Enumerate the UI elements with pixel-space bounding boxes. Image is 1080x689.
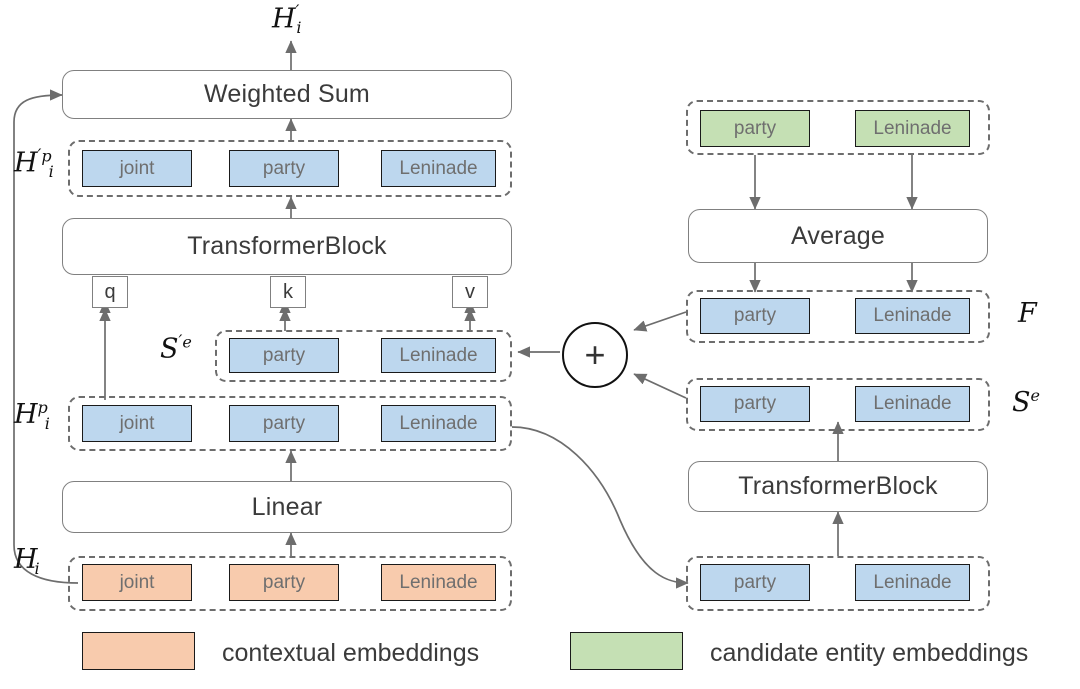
chip-spe-0[interactable]: party — [229, 338, 339, 373]
chip-spe-1[interactable]: Leninade — [381, 338, 496, 373]
block-transformer-right[interactable]: TransformerBlock — [688, 461, 988, 512]
label-h-prime-p: H′pi — [14, 148, 54, 180]
label-h-p: Hpi — [14, 400, 50, 432]
chip-label: Leninade — [399, 344, 478, 366]
block-linear[interactable]: Linear — [62, 481, 512, 533]
qkv-k-label: k — [283, 280, 293, 303]
label-output-sub: i — [296, 18, 302, 38]
chip-label: party — [733, 393, 777, 414]
chip-label: party — [733, 571, 777, 593]
qkv-k[interactable]: k — [270, 276, 306, 308]
chip-hprimep-0[interactable]: joint — [82, 150, 192, 187]
chip-label: Leninade — [399, 571, 478, 593]
chip-label: party — [262, 344, 306, 366]
block-linear-label: Linear — [251, 492, 323, 521]
chip-label: Leninade — [873, 305, 952, 326]
chip-se-1[interactable]: Leninade — [855, 386, 970, 422]
label-s-prime-e-prime: ′ — [178, 332, 183, 352]
legend-label-candidate: candidate entity embeddings — [710, 639, 1029, 667]
label-output: H′i — [272, 4, 302, 36]
chip-f-0[interactable]: party — [700, 298, 810, 334]
chip-label: Leninade — [873, 117, 952, 139]
block-average-label: Average — [790, 221, 886, 250]
qkv-q[interactable]: q — [92, 276, 128, 308]
plus-glyph: + — [584, 334, 606, 375]
chip-label: party — [262, 412, 306, 434]
chip-se-0[interactable]: party — [700, 386, 810, 422]
arrow-hp-to-entity-input — [511, 426, 689, 589]
chip-label: party — [262, 157, 306, 179]
label-h-base: H — [14, 544, 38, 575]
block-average[interactable]: Average — [688, 209, 988, 263]
label-s-prime-e: S′e — [160, 334, 192, 363]
chip-h-0[interactable]: joint — [82, 564, 192, 601]
label-h-prime-p-base: H — [14, 147, 38, 179]
label-h-p-base: H — [14, 398, 38, 430]
group-entity-input — [686, 556, 990, 611]
chip-hp-0[interactable]: joint — [82, 405, 192, 442]
chip-label: party — [733, 117, 777, 139]
label-f-base: F — [1018, 298, 1037, 329]
group-s-prime-e — [215, 330, 512, 382]
group-h-prime-p — [68, 140, 512, 197]
group-candidate-entities — [686, 100, 990, 155]
qkv-v[interactable]: v — [452, 276, 488, 308]
chip-label: Leninade — [399, 412, 478, 434]
chip-label: Leninade — [873, 393, 952, 414]
group-h-p — [68, 396, 512, 451]
label-h: Hi — [14, 546, 40, 577]
chip-candidate-1[interactable]: Leninade — [855, 110, 970, 147]
chip-entityinput-0[interactable]: party — [700, 564, 810, 601]
chip-label: Leninade — [873, 571, 952, 593]
chip-hprimep-1[interactable]: party — [229, 150, 339, 187]
label-s-e-base: S — [1012, 386, 1031, 418]
chip-label: joint — [119, 571, 155, 593]
block-transformer-left[interactable]: TransformerBlock — [62, 218, 512, 275]
chip-f-1[interactable]: Leninade — [855, 298, 970, 334]
label-s-prime-e-sup: e — [182, 332, 192, 352]
label-h-prime-p-prime: ′ — [37, 146, 42, 166]
chip-h-1[interactable]: party — [229, 564, 339, 601]
label-f: F — [1018, 300, 1037, 327]
label-s-prime-e-base: S — [160, 333, 179, 365]
group-s-e — [686, 378, 990, 431]
label-output-prime: ′ — [295, 2, 300, 22]
arrow-se-to-plus — [633, 373, 687, 399]
legend-swatch-contextual — [82, 632, 195, 670]
label-h-p-sup: p — [37, 398, 48, 417]
label-s-e: Se — [1012, 388, 1040, 416]
chip-label: joint — [119, 412, 155, 434]
label-h-sub: i — [34, 558, 40, 578]
qkv-v-label: v — [465, 280, 475, 303]
chip-label: party — [262, 571, 306, 593]
chip-hp-2[interactable]: Leninade — [381, 405, 496, 442]
legend-label-contextual: contextual embeddings — [222, 639, 480, 667]
chip-hprimep-2[interactable]: Leninade — [381, 150, 496, 187]
operator-plus[interactable]: + — [562, 322, 628, 388]
chip-h-2[interactable]: Leninade — [381, 564, 496, 601]
arrow-f-to-plus — [633, 311, 687, 332]
chip-label: joint — [119, 157, 155, 179]
legend-swatch-candidate — [570, 632, 683, 670]
group-f — [686, 290, 990, 343]
qkv-q-label: q — [104, 280, 116, 303]
label-output-base: H — [272, 3, 296, 35]
chip-hp-1[interactable]: party — [229, 405, 339, 442]
group-h — [68, 556, 512, 611]
chip-candidate-0[interactable]: party — [700, 110, 810, 147]
chip-entityinput-1[interactable]: Leninade — [855, 564, 970, 601]
label-s-e-sup: e — [1030, 386, 1040, 405]
chip-label: party — [733, 305, 777, 326]
label-h-prime-p-sup: p — [41, 146, 52, 166]
label-h-prime-p-sub: i — [48, 162, 54, 182]
block-weighted-sum[interactable]: Weighted Sum — [62, 70, 512, 119]
chip-label: Leninade — [399, 157, 478, 179]
block-weighted-sum-label: Weighted Sum — [204, 80, 370, 108]
block-transformer-right-label: TransformerBlock — [738, 472, 938, 500]
block-transformer-left-label: TransformerBlock — [187, 232, 387, 260]
label-h-p-sub: i — [44, 413, 50, 433]
